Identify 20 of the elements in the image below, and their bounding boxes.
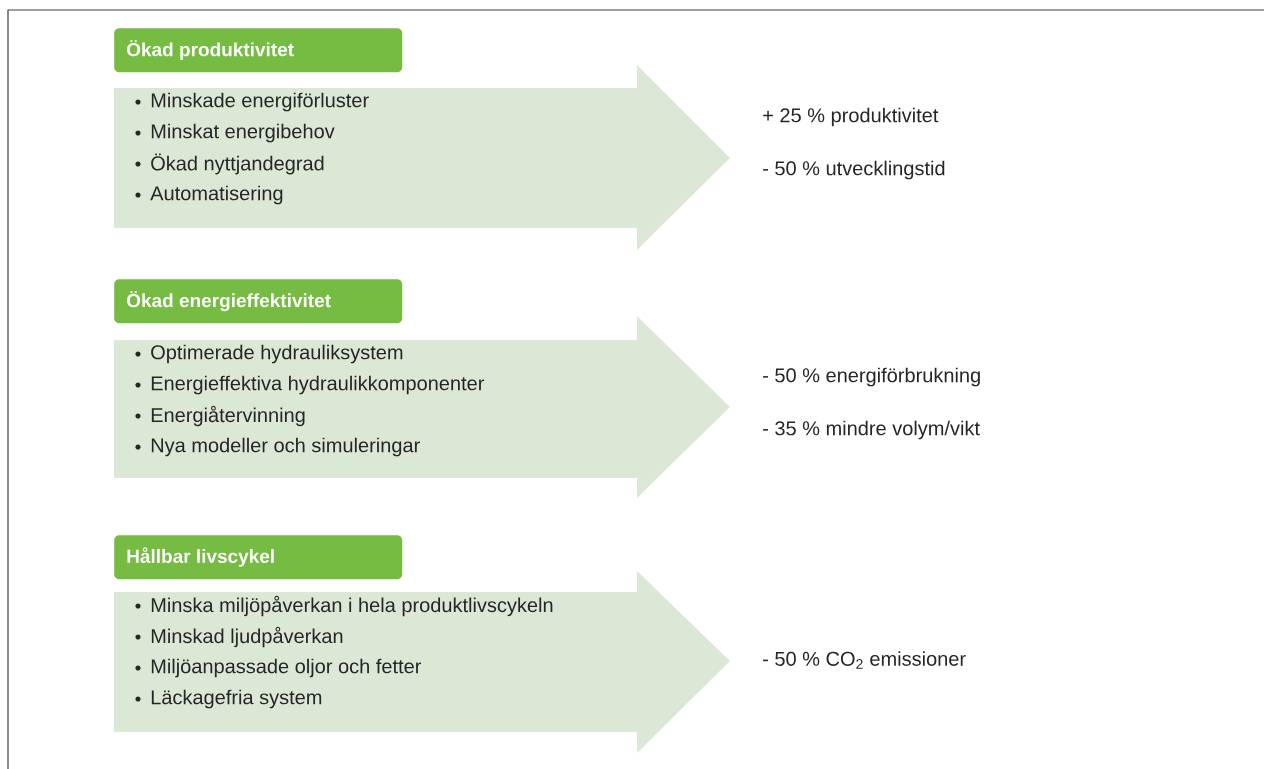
list-item: Energieffektiva hydraulikkomponenter [135, 375, 485, 395]
heading-box: Ökad produktivitet [114, 28, 403, 73]
heading-box: Hållbar livscykel [114, 535, 403, 580]
list-item: Minskade energiförluster [135, 92, 369, 112]
result-text: + 25 % produktivitet [763, 107, 939, 127]
list-item: Ökad nyttjandegrad [135, 153, 324, 175]
result-text: - 50 % utvecklingstid [763, 160, 945, 180]
list-item: Läckagefria system [135, 689, 322, 709]
result-text: - 35 % mindre volym/vikt [763, 420, 980, 440]
list-item: Nya modeller och simuleringar [135, 437, 420, 457]
result-text: - 50 % energiförbrukning [763, 367, 980, 387]
list-item: Minskat energibehov [135, 123, 335, 143]
list-item: Optimerade hydrauliksystem [135, 344, 403, 364]
list-item: Miljöanpassade oljor och fetter [135, 658, 422, 678]
heading-box: Ökad energieffektivitet [114, 279, 403, 324]
list-item: Automatisering [135, 185, 283, 205]
list-item: Minska miljöpåverkan i hela produktlivscykeln [135, 595, 553, 617]
list-item: Minskad ljudpåverkan [135, 626, 343, 648]
list-item: Energiåtervinning [135, 405, 305, 427]
result-text: - 50 % CO$_{2}$ emissioner [763, 651, 966, 669]
